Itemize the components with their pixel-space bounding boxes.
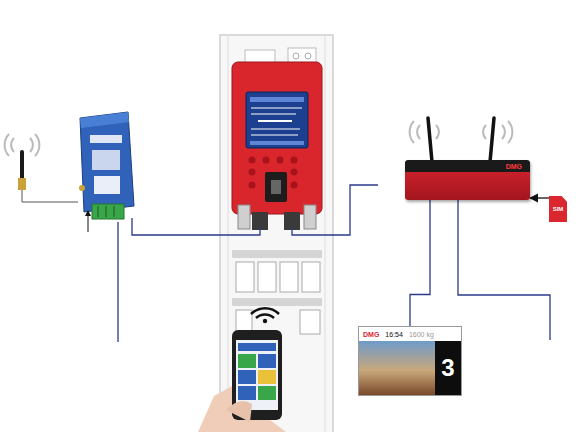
pointer-arrow: [85, 210, 91, 232]
router-box: DMG: [405, 160, 530, 200]
display-picture: [359, 341, 435, 395]
brand-logo: DMG: [363, 331, 379, 338]
floor-number: 3: [441, 356, 454, 380]
antenna-cable: [22, 190, 78, 202]
connector-line: [530, 197, 549, 198]
display-header: DMG 16:54 1600 kg: [359, 327, 461, 341]
control-cabinet: [220, 35, 333, 432]
connector-line: [410, 200, 430, 326]
router-antennas: [410, 118, 513, 162]
display-text: 16:54: [385, 331, 403, 338]
card-label: SIM: [553, 206, 564, 212]
floor-display: DMG 16:54 1600 kg 3: [358, 326, 462, 396]
radio-module: [79, 112, 134, 219]
sim-card: SIM: [549, 196, 567, 222]
display-text: 1600 kg: [409, 331, 434, 338]
external-antenna: [5, 134, 40, 190]
smartphone: [198, 308, 286, 432]
lift-controller: [232, 62, 322, 230]
floor-panel: 3: [435, 341, 461, 395]
wiring: [118, 185, 550, 342]
brand-logo: DMG: [506, 163, 522, 170]
